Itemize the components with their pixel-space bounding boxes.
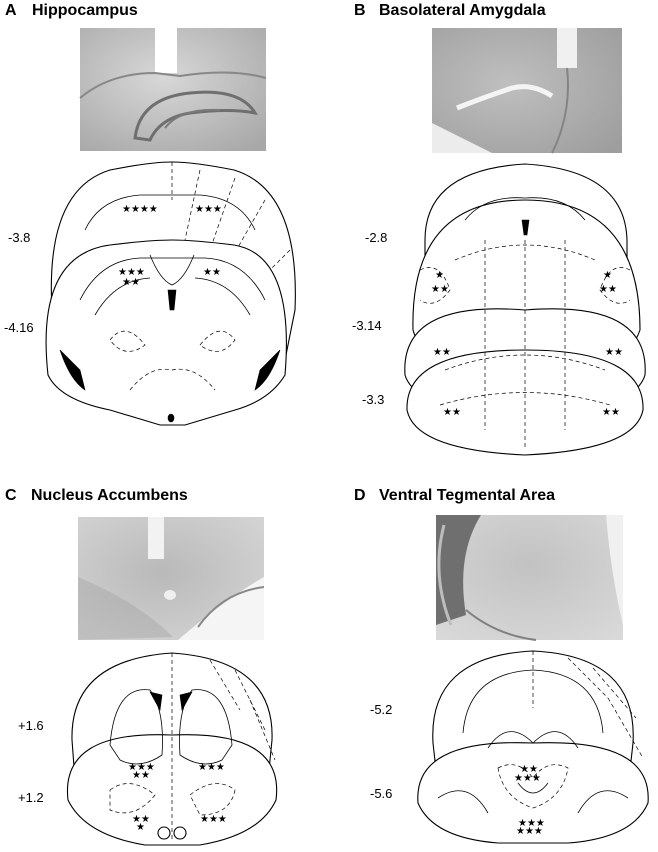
svg-text:★★★: ★★★	[514, 773, 541, 784]
bregma-coordinate: -5.6	[370, 786, 393, 801]
panel-letter: D	[354, 487, 366, 504]
svg-text:★★: ★★	[122, 277, 140, 288]
svg-text:★★: ★★	[431, 284, 449, 295]
svg-text:★: ★	[136, 822, 145, 833]
svg-text:★★★: ★★★	[195, 204, 222, 215]
bregma-coordinate: -5.2	[370, 702, 393, 717]
svg-text:★: ★	[603, 270, 612, 281]
panel-letter: C	[5, 487, 17, 504]
bregma-coordinate: +1.2	[18, 790, 44, 805]
histology-micrograph	[79, 28, 267, 151]
svg-text:★★★★: ★★★★	[122, 204, 158, 215]
histology-micrograph	[78, 517, 265, 640]
panel-title: Hippocampus	[32, 2, 138, 19]
svg-text:★★★: ★★★	[200, 814, 227, 825]
svg-text:★★: ★★	[132, 814, 150, 825]
brain-atlas-section-b: ★ ★★ ★ ★★ ★★ ★★ ★★ ★★	[404, 163, 646, 456]
svg-text:★★: ★★	[605, 347, 623, 358]
brain-atlas-section-a: ★★★★ ★★★ ★★★ ★★ ★★	[45, 161, 296, 426]
bregma-coordinate: -3.3	[362, 392, 385, 407]
panel-title: Nucleus Accumbens	[31, 487, 188, 504]
svg-text:★★★: ★★★	[518, 818, 545, 829]
svg-text:★★: ★★	[132, 770, 150, 781]
svg-text:★★★: ★★★	[118, 267, 145, 278]
svg-text:★★: ★★	[203, 267, 221, 278]
panel-letter: B	[354, 2, 366, 19]
svg-text:★★: ★★	[443, 407, 461, 418]
svg-text:★★: ★★	[599, 284, 617, 295]
bregma-coordinate: +1.6	[18, 718, 44, 733]
bregma-coordinate: -4.16	[4, 320, 34, 335]
svg-text:★★★: ★★★	[198, 762, 225, 773]
histology-micrograph	[436, 515, 623, 641]
svg-text:★★★: ★★★	[516, 826, 543, 837]
svg-text:★★★: ★★★	[128, 762, 155, 773]
injection-site-markers: ★★★ ★★ ★★★ ★★ ★ ★★★	[128, 762, 227, 833]
injection-site-markers: ★★ ★★★ ★★★ ★★★	[514, 764, 545, 837]
svg-text:★★: ★★	[520, 764, 538, 775]
brain-atlas-section-d: ★★ ★★★ ★★★ ★★★	[417, 650, 649, 844]
brain-atlas-section-c: ★★★ ★★ ★★★ ★★ ★ ★★★	[66, 652, 278, 846]
panel-title: Basolateral Amygdala	[379, 2, 546, 19]
bregma-coordinate: -3.8	[8, 230, 31, 245]
panel-letter: A	[5, 2, 17, 19]
svg-text:★: ★	[435, 270, 444, 281]
bregma-coordinate: -2.8	[365, 230, 388, 245]
injection-site-markers: ★★★★ ★★★ ★★★ ★★ ★★	[118, 204, 222, 288]
injection-site-markers: ★ ★★ ★ ★★ ★★ ★★ ★★ ★★	[431, 270, 623, 418]
bregma-coordinate: -3.14	[352, 318, 382, 333]
svg-text:★★: ★★	[602, 407, 620, 418]
panel-title: Ventral Tegmental Area	[379, 487, 556, 504]
svg-text:★★: ★★	[433, 347, 451, 358]
histology-micrograph	[432, 28, 622, 154]
